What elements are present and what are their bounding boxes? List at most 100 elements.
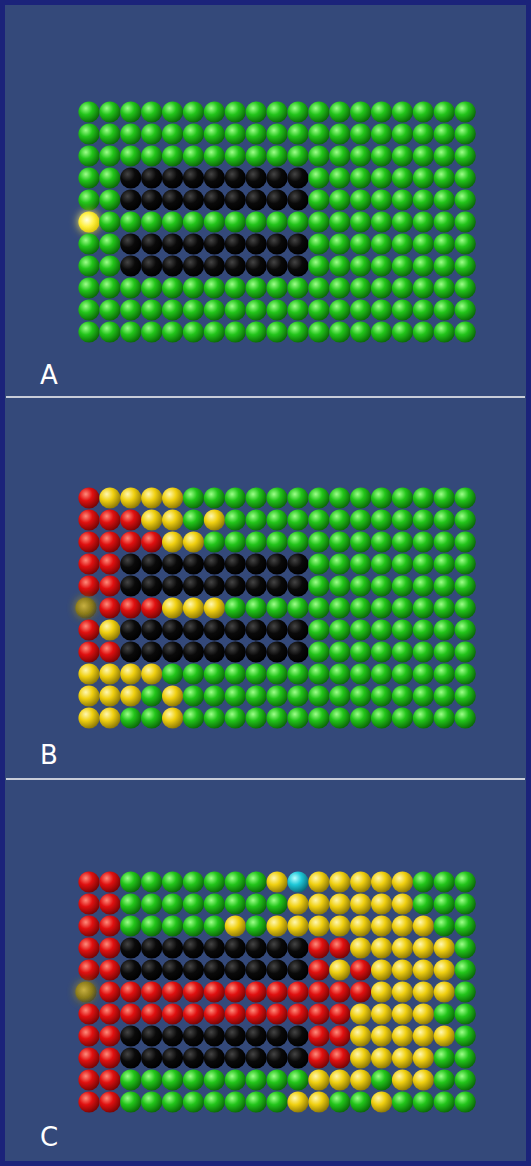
sphere — [141, 871, 162, 892]
sphere — [267, 255, 288, 276]
sphere — [287, 981, 308, 1002]
sphere — [162, 663, 183, 684]
sphere — [308, 255, 329, 276]
panel-separator — [6, 778, 525, 780]
sphere — [350, 211, 371, 232]
sphere — [329, 233, 350, 254]
sphere — [329, 211, 350, 232]
sphere — [371, 233, 392, 254]
sphere — [120, 1047, 141, 1068]
sphere — [162, 575, 183, 596]
sphere — [434, 619, 455, 640]
sphere — [204, 1047, 225, 1068]
sphere — [350, 1069, 371, 1090]
sphere — [371, 575, 392, 596]
sphere — [162, 915, 183, 936]
sphere — [371, 487, 392, 508]
sphere — [99, 211, 120, 232]
sphere — [162, 233, 183, 254]
sphere — [162, 1069, 183, 1090]
sphere — [183, 531, 204, 552]
sphere — [246, 575, 267, 596]
sphere — [371, 1069, 392, 1090]
sphere — [204, 101, 225, 122]
sphere — [329, 255, 350, 276]
sphere — [99, 1003, 120, 1024]
sphere — [183, 981, 204, 1002]
sphere — [246, 597, 267, 618]
sphere — [78, 255, 99, 276]
sphere — [434, 299, 455, 320]
sphere — [246, 915, 267, 936]
sphere — [287, 101, 308, 122]
sphere — [78, 871, 99, 892]
sphere — [99, 509, 120, 530]
sphere — [246, 1003, 267, 1024]
sphere — [455, 145, 476, 166]
sphere — [246, 893, 267, 914]
sphere — [413, 619, 434, 640]
sphere — [267, 959, 288, 980]
sphere — [455, 915, 476, 936]
sphere — [287, 1025, 308, 1046]
sphere — [392, 299, 413, 320]
sphere — [350, 597, 371, 618]
sphere — [246, 937, 267, 958]
sphere — [246, 531, 267, 552]
sphere — [329, 145, 350, 166]
sphere — [78, 145, 99, 166]
sphere — [434, 707, 455, 728]
sphere — [141, 707, 162, 728]
sphere — [329, 597, 350, 618]
sphere — [204, 1003, 225, 1024]
sphere — [455, 663, 476, 684]
sphere — [162, 145, 183, 166]
sphere — [141, 123, 162, 144]
sphere — [287, 233, 308, 254]
sphere — [225, 981, 246, 1002]
sphere — [204, 145, 225, 166]
sphere — [78, 531, 99, 552]
sphere — [455, 531, 476, 552]
sphere — [120, 893, 141, 914]
sphere — [287, 277, 308, 298]
sphere — [99, 937, 120, 958]
sphere — [267, 1003, 288, 1024]
sphere — [183, 321, 204, 342]
sphere — [329, 321, 350, 342]
sphere — [350, 189, 371, 210]
sphere — [267, 707, 288, 728]
sphere — [78, 959, 99, 980]
sphere — [162, 299, 183, 320]
sphere — [246, 233, 267, 254]
sphere — [141, 959, 162, 980]
sphere — [120, 1069, 141, 1090]
sphere — [162, 255, 183, 276]
sphere — [225, 915, 246, 936]
sphere — [371, 1091, 392, 1112]
sphere — [413, 981, 434, 1002]
sphere — [350, 707, 371, 728]
sphere — [308, 1069, 329, 1090]
sphere — [120, 277, 141, 298]
sphere — [183, 663, 204, 684]
sphere — [392, 277, 413, 298]
sphere — [120, 1025, 141, 1046]
sphere — [120, 189, 141, 210]
sphere — [183, 123, 204, 144]
sphere — [267, 685, 288, 706]
sphere — [141, 233, 162, 254]
sphere — [162, 1025, 183, 1046]
sphere — [120, 321, 141, 342]
sphere — [120, 509, 141, 530]
sphere — [392, 1069, 413, 1090]
sphere — [246, 509, 267, 530]
sphere — [371, 915, 392, 936]
sphere — [225, 1091, 246, 1112]
sphere — [246, 101, 267, 122]
sphere — [434, 167, 455, 188]
sphere — [78, 1047, 99, 1068]
sphere — [413, 685, 434, 706]
sphere — [246, 277, 267, 298]
sphere — [392, 893, 413, 914]
